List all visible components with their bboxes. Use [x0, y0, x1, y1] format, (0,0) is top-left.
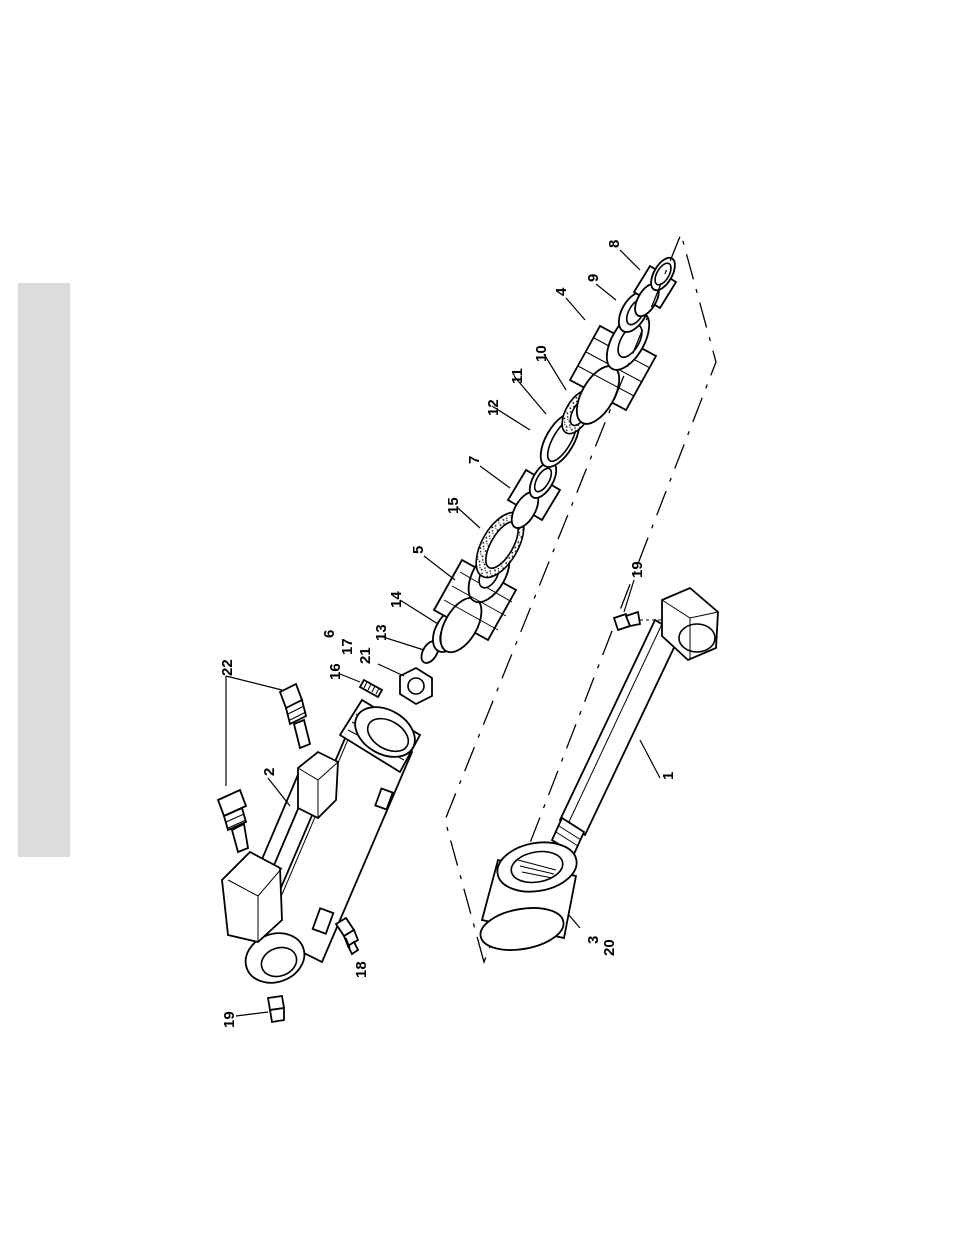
- bushing-7: [506, 458, 561, 533]
- callout-17: 17: [339, 638, 356, 655]
- callout-19-rod: 19: [629, 561, 646, 578]
- callout-22: 22: [219, 659, 236, 676]
- piston-rod-1: [552, 588, 718, 854]
- callout-14: 14: [388, 591, 405, 608]
- grease-fitting-19-left: [268, 996, 284, 1022]
- callout-18: 18: [353, 961, 370, 978]
- callout-6: 6: [321, 630, 338, 638]
- callout-12: 12: [485, 399, 502, 416]
- cylinder-barrel: [239, 697, 424, 991]
- callout-1: 1: [660, 772, 677, 780]
- fitting-22-right: [280, 684, 310, 748]
- gland-4: [568, 305, 658, 430]
- callout-2: 2: [261, 768, 278, 776]
- callout-21: 21: [357, 647, 374, 664]
- callout-20: 20: [601, 939, 618, 956]
- callout-16: 16: [327, 663, 344, 680]
- callout-19-left: 19: [221, 1011, 238, 1028]
- fitting-22-left: [218, 790, 248, 852]
- callout-9: 9: [585, 274, 602, 282]
- callout-10: 10: [533, 345, 550, 362]
- callout-11: 11: [509, 368, 526, 384]
- piston-nut: [400, 668, 432, 704]
- callout-5: 5: [410, 546, 427, 554]
- setscrew-16: [360, 680, 382, 697]
- rod-nut-3: [477, 836, 580, 956]
- callout-7: 7: [466, 456, 483, 464]
- ring-8: [630, 254, 680, 320]
- callout-4: 4: [553, 287, 570, 296]
- callout-8: 8: [606, 240, 623, 248]
- callout-15: 15: [445, 497, 462, 514]
- callout-3: 3: [585, 936, 602, 944]
- callout-13: 13: [373, 624, 390, 641]
- grease-fitting-18: [336, 918, 358, 954]
